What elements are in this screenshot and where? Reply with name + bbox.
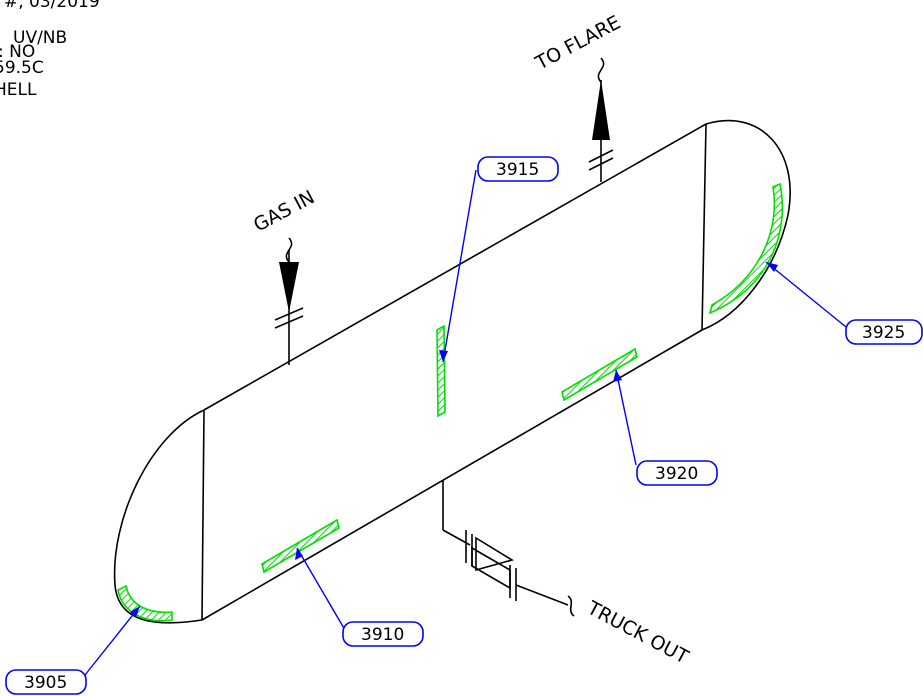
hatch-area-3905 (117, 584, 173, 622)
header-notes: #, 03/2019 UV/NB : NO 59.5C HELL (0, 0, 100, 100)
label-to-flare: TO FLARE (531, 11, 624, 74)
left-head-seam (201, 409, 205, 621)
note-line-5: HELL (0, 80, 37, 100)
check-valve-icon (471, 546, 511, 590)
tag-3920-label: 3920 (655, 464, 698, 484)
label-truck-out: TRUCK OUT (583, 597, 693, 669)
note-line-3: : NO (0, 42, 35, 62)
right-head (701, 119, 791, 331)
leader-3905 (84, 605, 141, 676)
left-head (113, 409, 205, 624)
tag-3925-label: 3925 (862, 323, 905, 343)
leader-3915 (442, 169, 477, 363)
hatch-area-3915 (436, 324, 446, 418)
tag-3915-label: 3915 (496, 160, 539, 180)
hatch-area-3910 (261, 518, 340, 574)
shell-bottom-line (201, 329, 703, 621)
inspection-areas (117, 182, 784, 622)
hatch-area-3925 (708, 182, 784, 315)
tag-3905-label: 3905 (24, 673, 67, 693)
tml-tags: 3905 3910 3915 3920 3925 (5, 156, 923, 695)
leader-3920 (615, 369, 637, 466)
hatch-area-3920 (561, 347, 638, 402)
tag-3915[interactable]: 3915 (477, 156, 559, 182)
tag-3910-label: 3910 (361, 625, 404, 645)
note-line-1: #, 03/2019 (4, 0, 100, 12)
label-gas-in: GAS IN (250, 186, 318, 236)
leader-3925 (765, 261, 847, 328)
flow-arrow-up-icon (592, 80, 610, 140)
tag-3920[interactable]: 3920 (636, 460, 718, 486)
shell-top-line (203, 123, 707, 411)
nozzle-truck-out (442, 480, 575, 617)
leader-3910 (296, 547, 346, 631)
tag-3925[interactable]: 3925 (845, 319, 923, 345)
note-line-2: UV/NB (13, 28, 67, 48)
note-line-4: 59.5C (0, 58, 44, 78)
nozzle-gas-in (274, 237, 304, 365)
nozzle-to-flare (588, 57, 614, 182)
tag-3910[interactable]: 3910 (342, 621, 424, 647)
vessel-body (113, 119, 791, 624)
tag-3905[interactable]: 3905 (5, 669, 87, 695)
leader-lines (84, 169, 847, 676)
flow-arrow-down-icon (279, 262, 299, 312)
right-head-seam (701, 123, 707, 331)
